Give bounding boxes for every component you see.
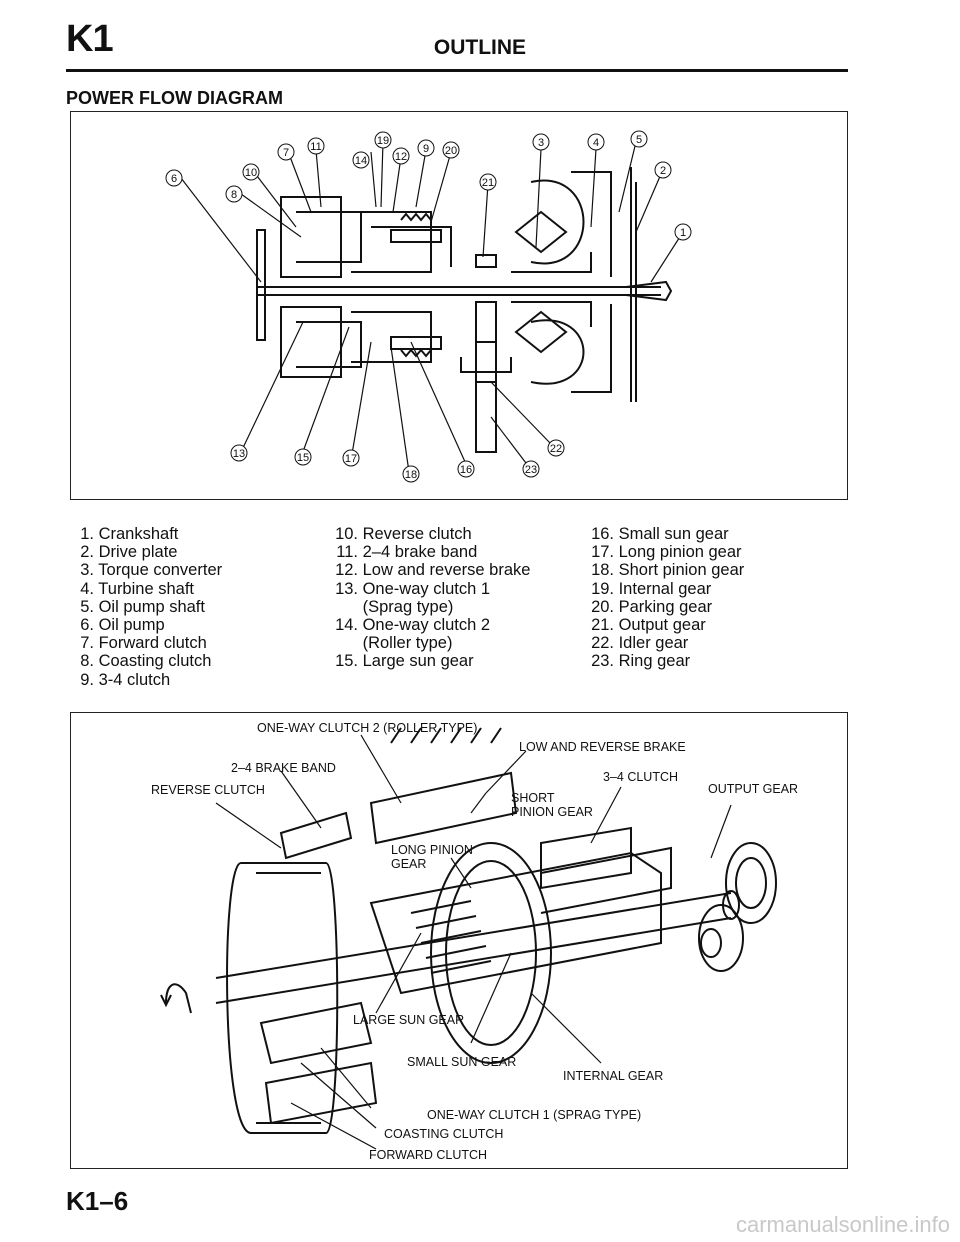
- label-low-reverse-brake: LOW AND REVERSE BRAKE: [519, 740, 686, 754]
- callout-21: 21: [479, 173, 497, 191]
- legend-item: 3. Torque converter: [80, 561, 223, 580]
- svg-text:1: 1: [680, 227, 686, 239]
- legend-item: 16. Small sun gear: [591, 525, 729, 543]
- callout-20: 20: [442, 141, 460, 159]
- svg-text:8: 8: [231, 189, 237, 201]
- legend-item: 13. One-way clutch 1: [335, 579, 491, 598]
- callout-2: 2: [654, 161, 672, 179]
- svg-text:3: 3: [538, 137, 544, 149]
- svg-text:9: 9: [423, 143, 429, 155]
- legend-column-1: 1. Crankshaft 2. Drive plate 3. Torque c…: [72, 525, 222, 689]
- watermark: carmanualsonline.info: [735, 1212, 950, 1237]
- label-3-4-clutch: 3–4 CLUTCH: [603, 770, 679, 784]
- svg-text:22: 22: [550, 443, 562, 455]
- label-output-gear: OUTPUT GEAR: [708, 782, 799, 796]
- label-one-way-clutch-1: ONE-WAY CLUTCH 1 (SPRAG TYPE): [427, 1108, 642, 1122]
- callout-8: 8: [225, 185, 243, 203]
- legend-item: 1. Crankshaft: [80, 525, 179, 543]
- legend-item: 9. 3-4 clutch: [80, 670, 171, 689]
- callout-11: 11: [307, 137, 325, 155]
- svg-text:12: 12: [395, 151, 407, 163]
- header-rule: [66, 69, 848, 72]
- page-title: OUTLINE: [433, 36, 527, 59]
- callout-17: 17: [342, 449, 360, 467]
- svg-text:20: 20: [445, 145, 457, 157]
- legend-item: 19. Internal gear: [591, 579, 712, 598]
- svg-text:7: 7: [283, 147, 289, 159]
- callout-1: 1: [674, 223, 692, 241]
- legend-item: 7. Forward clutch: [80, 634, 207, 653]
- legend-item: 4. Turbine shaft: [80, 579, 194, 598]
- label-internal-gear: INTERNAL GEAR: [563, 1069, 664, 1083]
- legend-item: (Roller type): [362, 634, 453, 653]
- legend-item: 6. Oil pump: [80, 616, 165, 635]
- legend-item: 21. Output gear: [591, 616, 706, 635]
- legend-item: 22. Idler gear: [591, 634, 689, 653]
- legend-item: 11. 2–4 brake band: [336, 543, 478, 562]
- svg-text:23: 23: [525, 464, 537, 476]
- legend-item: 12. Low and reverse brake: [335, 561, 531, 580]
- callout-23: 23: [522, 460, 540, 478]
- legend-item: 20. Parking gear: [591, 597, 713, 616]
- callout-14: 14: [352, 151, 370, 169]
- callout-13: 13: [230, 444, 248, 462]
- svg-text:2: 2: [660, 165, 666, 177]
- label-small-sun-gear: SMALL SUN GEAR: [407, 1055, 517, 1069]
- svg-text:10: 10: [245, 167, 257, 179]
- legend-item: 18. Short pinion gear: [591, 561, 745, 580]
- callout-3: 3: [532, 133, 550, 151]
- callout-6: 6: [165, 169, 183, 187]
- legend-item: 14. One-way clutch 2: [335, 616, 491, 635]
- callout-7: 7: [277, 143, 295, 161]
- svg-text:16: 16: [460, 464, 472, 476]
- legend-item: 2. Drive plate: [80, 543, 178, 562]
- legend-item: 8. Coasting clutch: [80, 652, 212, 671]
- callout-10: 10: [242, 163, 260, 181]
- callout-9: 9: [417, 139, 435, 157]
- power-flow-schematic: 1 2 3 4 5 6 7 8 9 10 11 12 13 14 15 16 1…: [70, 111, 848, 500]
- section-code: K1: [66, 18, 114, 60]
- legend-column-2: 10. Reverse clutch 11. 2–4 brake band 12…: [314, 525, 530, 671]
- diagram-heading: POWER FLOW DIAGRAM: [66, 88, 283, 108]
- label-reverse-clutch: REVERSE CLUTCH: [151, 783, 265, 797]
- svg-text:19: 19: [377, 135, 389, 147]
- svg-text:4: 4: [593, 137, 599, 149]
- callout-5: 5: [630, 130, 648, 148]
- callout-19: 19: [374, 131, 392, 149]
- svg-text:18: 18: [405, 469, 417, 481]
- perspective-drawing: [160, 727, 777, 1150]
- label-brake-band: 2–4 BRAKE BAND: [231, 761, 336, 775]
- callout-18: 18: [402, 465, 420, 483]
- page-number: K1–6: [66, 1186, 129, 1216]
- legend-column-3: 16. Small sun gear 17. Long pinion gear …: [578, 525, 744, 671]
- label-large-sun-gear: LARGE SUN GEAR: [353, 1013, 465, 1027]
- legend-item: 10. Reverse clutch: [335, 525, 472, 543]
- svg-text:14: 14: [355, 155, 367, 167]
- label-forward-clutch: FORWARD CLUTCH: [369, 1148, 488, 1162]
- schematic-drawing: 1 2 3 4 5 6 7 8 9 10 11 12 13 14 15 16 1…: [165, 130, 692, 483]
- label-coasting-clutch: COASTING CLUTCH: [384, 1127, 504, 1141]
- svg-text:11: 11: [310, 141, 321, 153]
- planetary-gear-illustration: ONE-WAY CLUTCH 2 (ROLLER TYPE) LOW AND R…: [70, 712, 848, 1169]
- svg-text:5: 5: [636, 134, 642, 146]
- svg-text:15: 15: [297, 452, 309, 464]
- callout-16: 16: [457, 460, 475, 478]
- legend-item: 15. Large sun gear: [335, 652, 474, 671]
- svg-text:17: 17: [345, 453, 357, 465]
- legend-item: (Sprag type): [362, 597, 454, 616]
- svg-text:21: 21: [482, 177, 494, 189]
- legend-item: 5. Oil pump shaft: [80, 597, 205, 616]
- callout-12: 12: [392, 147, 410, 165]
- label-one-way-clutch-2: ONE-WAY CLUTCH 2 (ROLLER TYPE): [257, 721, 478, 735]
- svg-text:13: 13: [233, 448, 245, 460]
- callout-4: 4: [587, 133, 605, 151]
- callout-15: 15: [294, 448, 312, 466]
- label-short-pinion-gear: SHORT PINION GEAR: [511, 791, 593, 819]
- legend-item: 23. Ring gear: [591, 652, 691, 671]
- callout-22: 22: [547, 439, 565, 457]
- label-long-pinion-gear: LONG PINION GEAR: [391, 843, 473, 871]
- legend-item: 17. Long pinion gear: [591, 543, 742, 562]
- svg-text:6: 6: [171, 173, 177, 185]
